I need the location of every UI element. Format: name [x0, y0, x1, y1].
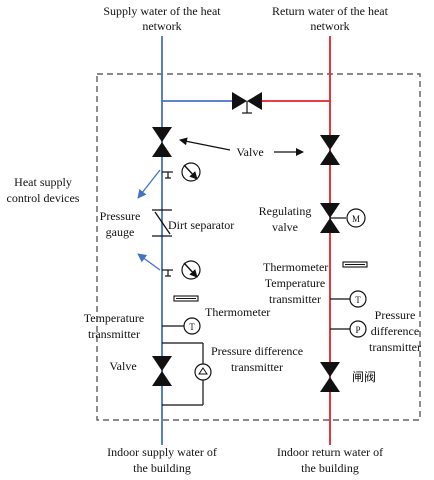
return-valve-top	[320, 135, 340, 165]
temp-transmitter-left-label-1: Temperature	[84, 311, 144, 325]
heat-supply-control-label-1: Heat supply	[14, 175, 72, 189]
temp-transmitter-right-label-1: Temperature	[265, 276, 325, 290]
temp-transmitter-return-glyph: T	[355, 295, 361, 305]
pressure-gauge-lower	[162, 260, 201, 280]
pressure-transmitter-return: P	[330, 320, 367, 338]
pressure-difference-right-label-1: Pressure	[375, 308, 416, 322]
thermometer-return	[342, 261, 368, 268]
thermometer-supply	[173, 295, 199, 302]
regulating-actuator-glyph: M	[352, 214, 360, 224]
supply-valve-bottom	[152, 356, 172, 386]
valve-left-label: Valve	[109, 359, 136, 373]
bypass-valve	[232, 92, 262, 114]
return-top-label-2: network	[310, 19, 349, 33]
temperature-transmitter-supply: T	[162, 317, 201, 335]
temperature-transmitter-return: T	[330, 290, 367, 308]
dirt-separator-label: Dirt separator	[168, 218, 234, 232]
control-arrow-upper	[137, 169, 161, 199]
thermometer-left-label: Thermometer	[205, 305, 270, 319]
temp-transmitter-glyph: T	[189, 322, 195, 332]
pressure-gauge-label-2: gauge	[106, 225, 135, 239]
supply-top-label-1: Supply water of the heat	[103, 4, 221, 18]
pressure-difference-left-label-1: Pressure difference	[211, 344, 303, 358]
temp-transmitter-right-label-2: transmitter	[269, 292, 321, 306]
pressure-difference-left-label-2: transmitter	[231, 360, 283, 374]
pressure-gauge-upper	[162, 162, 201, 182]
dirt-separator	[152, 209, 172, 237]
thermometer-right-label: Thermometer	[263, 260, 328, 274]
valve-center-label: Valve	[236, 145, 263, 159]
return-bottom-label-1: Indoor return water of	[277, 445, 383, 459]
supply-bottom-label-1: Indoor supply water of	[107, 445, 217, 459]
return-top-label-1: Return water of the heat	[272, 4, 389, 18]
valve-arrow-left	[179, 137, 231, 151]
control-arrow-lower	[137, 253, 161, 271]
pressure-difference-right-label-2: difference	[371, 324, 419, 338]
temp-transmitter-left-label-2: transmitter	[88, 327, 140, 341]
supply-valve-top	[152, 127, 172, 157]
pressure-difference-right-label-3: transmitter	[369, 340, 421, 354]
regulating-valve-label-2: valve	[272, 220, 298, 234]
gate-valve-return	[320, 362, 340, 392]
return-bottom-label-2: the building	[301, 461, 359, 475]
heat-supply-control-label-2: control devices	[7, 191, 80, 205]
supply-bottom-label-2: the building	[133, 461, 191, 475]
regulating-valve-label-1: Regulating	[259, 204, 312, 218]
supply-top-label-2: network	[142, 19, 181, 33]
pressure-transmitter-glyph: P	[355, 325, 360, 335]
pressure-gauge-label-1: Pressure	[100, 209, 141, 223]
station-boundary	[96, 73, 421, 421]
regulating-valve: M	[320, 203, 366, 233]
pressure-difference-transmitter-supply	[162, 342, 212, 406]
gate-valve-label: 闸阀	[352, 370, 376, 384]
